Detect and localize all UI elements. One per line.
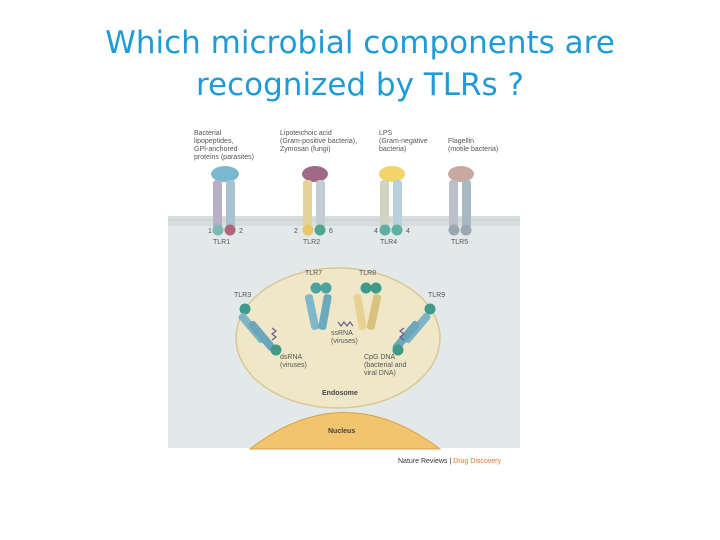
nucleus-label: Nucleus: [328, 428, 356, 435]
tlr1-label: TLR1: [213, 239, 231, 246]
tlr-diagram-graphic: [168, 166, 520, 450]
tlr9-receptor: [392, 303, 436, 356]
subunit-number: 1: [208, 228, 212, 235]
cpg-dna-label: CpG DNA (bacterial and viral DNA): [364, 354, 407, 377]
tlr7-label: TLR7: [305, 270, 323, 277]
credit-section: Drug Discovery: [453, 458, 501, 465]
subunit-number: 4: [406, 228, 410, 235]
tlr2-label: TLR2: [303, 239, 321, 246]
tlr2-tlr6-receptor: [302, 166, 328, 236]
tlr1-tlr2-receptor: [211, 166, 239, 236]
subunit-number: 2: [294, 228, 298, 235]
tlr9-label: TLR9: [428, 292, 446, 299]
tlr7-receptor: [304, 282, 332, 330]
cpg-dna-strand: [399, 327, 405, 341]
ssrna-strand: [337, 321, 354, 327]
subunit-number: 4: [374, 228, 378, 235]
tlr5-label: TLR5: [451, 239, 469, 246]
slide-title: Which microbial components are recognize…: [0, 22, 720, 106]
ligand-label-tlr4: LPS (Gram-negative bacteria): [379, 130, 428, 153]
tlr-diagram: Bacterial lipopeptides, GPI-anchored pro…: [168, 124, 520, 474]
credit-separator: |: [447, 458, 454, 465]
ligand-label-tlr5: Flagellin (motile bacteria): [448, 138, 499, 153]
tlr3-label: TLR3: [234, 292, 252, 299]
plasma-membrane: [168, 216, 520, 226]
ligand-label-tlr2-6: Lipoteichoic acid (Gram-positive bacteri…: [280, 130, 358, 153]
figure-credit: Nature Reviews | Drug Discovery: [398, 458, 501, 465]
dsrna-label: dsRNA (viruses): [280, 354, 307, 369]
subunit-number: 6: [329, 228, 333, 235]
ligand-label-tlr1-2: Bacterial lipopeptides, GPI-anchored pro…: [194, 130, 254, 161]
endosome-label: Endosome: [322, 390, 358, 397]
endosome-compartment: [235, 267, 441, 409]
tlr4-receptor: [379, 166, 405, 236]
subunit-number: 2: [239, 228, 243, 235]
title-line-1: Which microbial components are: [105, 25, 615, 61]
ssrna-label: ssRNA (viruses): [331, 330, 358, 345]
tlr3-receptor: [238, 303, 282, 356]
tlr8-label: TLR8: [359, 270, 377, 277]
tlr8-receptor: [353, 282, 382, 330]
nucleus-compartment: [248, 412, 442, 450]
credit-journal: Nature Reviews: [398, 458, 448, 465]
title-line-2: recognized by TLRs ?: [195, 67, 525, 103]
tlr4-label: TLR4: [380, 239, 398, 246]
tlr5-receptor: [448, 166, 474, 236]
dsrna-strand: [271, 327, 277, 341]
